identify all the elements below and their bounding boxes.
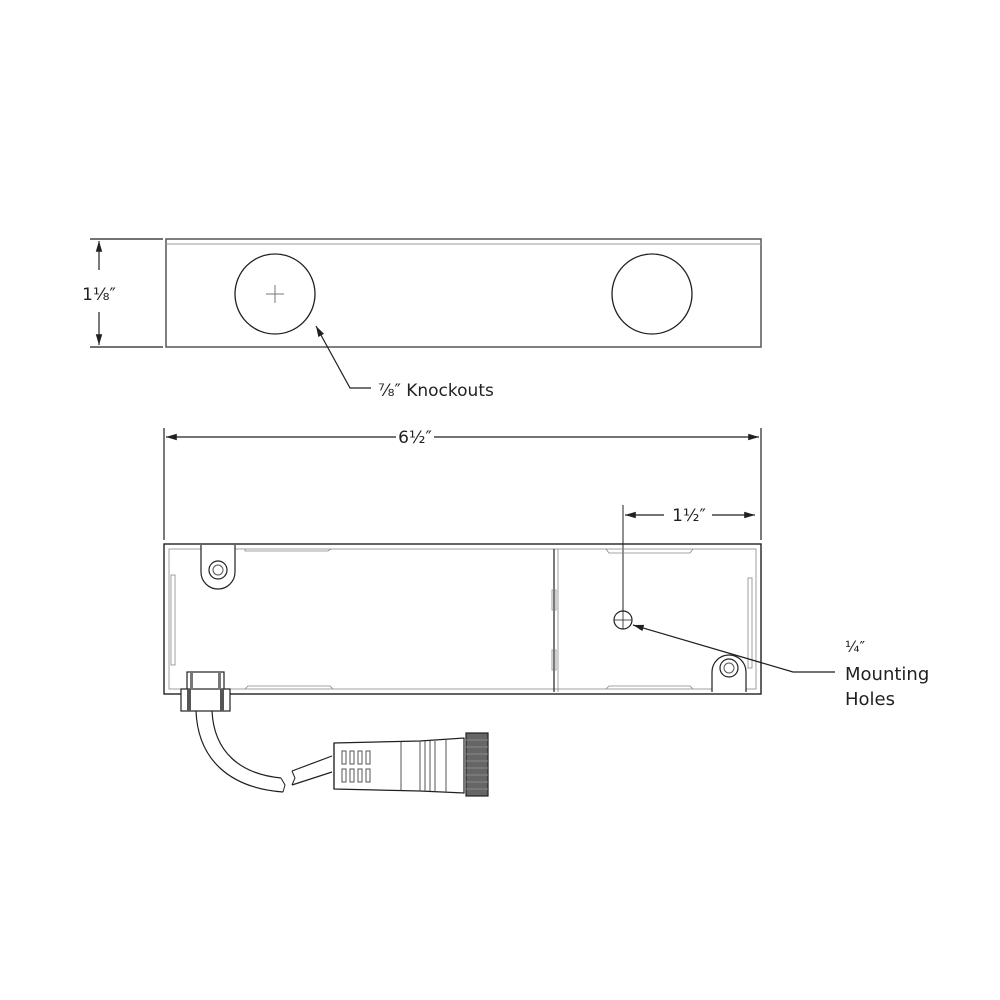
cable-fitting (180, 671, 231, 712)
mounting-label-line3: Holes (845, 689, 895, 710)
mounting-holes-leader: ¼″ Mounting Holes (632, 624, 929, 710)
height-dimension-label: 1⅛″ (82, 285, 116, 305)
mounting-label-line2: Mounting (845, 664, 929, 685)
top-view: 1⅛″ ⅞″ Knockouts (82, 238, 762, 401)
threaded-end-icon (465, 732, 489, 797)
cable-connector (333, 732, 489, 797)
top-view-body (165, 238, 762, 348)
knockout-leader: ⅞″ Knockouts (315, 325, 494, 401)
power-cable (195, 710, 333, 793)
hole-offset-label: 1½″ (672, 506, 706, 526)
hole-offset-dimension: 1½″ (622, 505, 755, 612)
mounting-ear-left (200, 545, 236, 590)
knockout-label: ⅞″ Knockouts (378, 381, 494, 401)
height-dimension: 1⅛″ (82, 238, 163, 348)
width-dimension: 6½″ (163, 428, 762, 540)
front-view: 6½″ 1½″ (163, 428, 929, 797)
width-dimension-label: 6½″ (398, 428, 432, 448)
knockout-left (234, 253, 316, 335)
mounting-size-label: ¼″ (845, 638, 866, 656)
mounting-ear-right (711, 654, 747, 692)
knockout-right (611, 253, 693, 335)
mounting-hole (613, 610, 633, 630)
enclosure-body (163, 543, 762, 695)
